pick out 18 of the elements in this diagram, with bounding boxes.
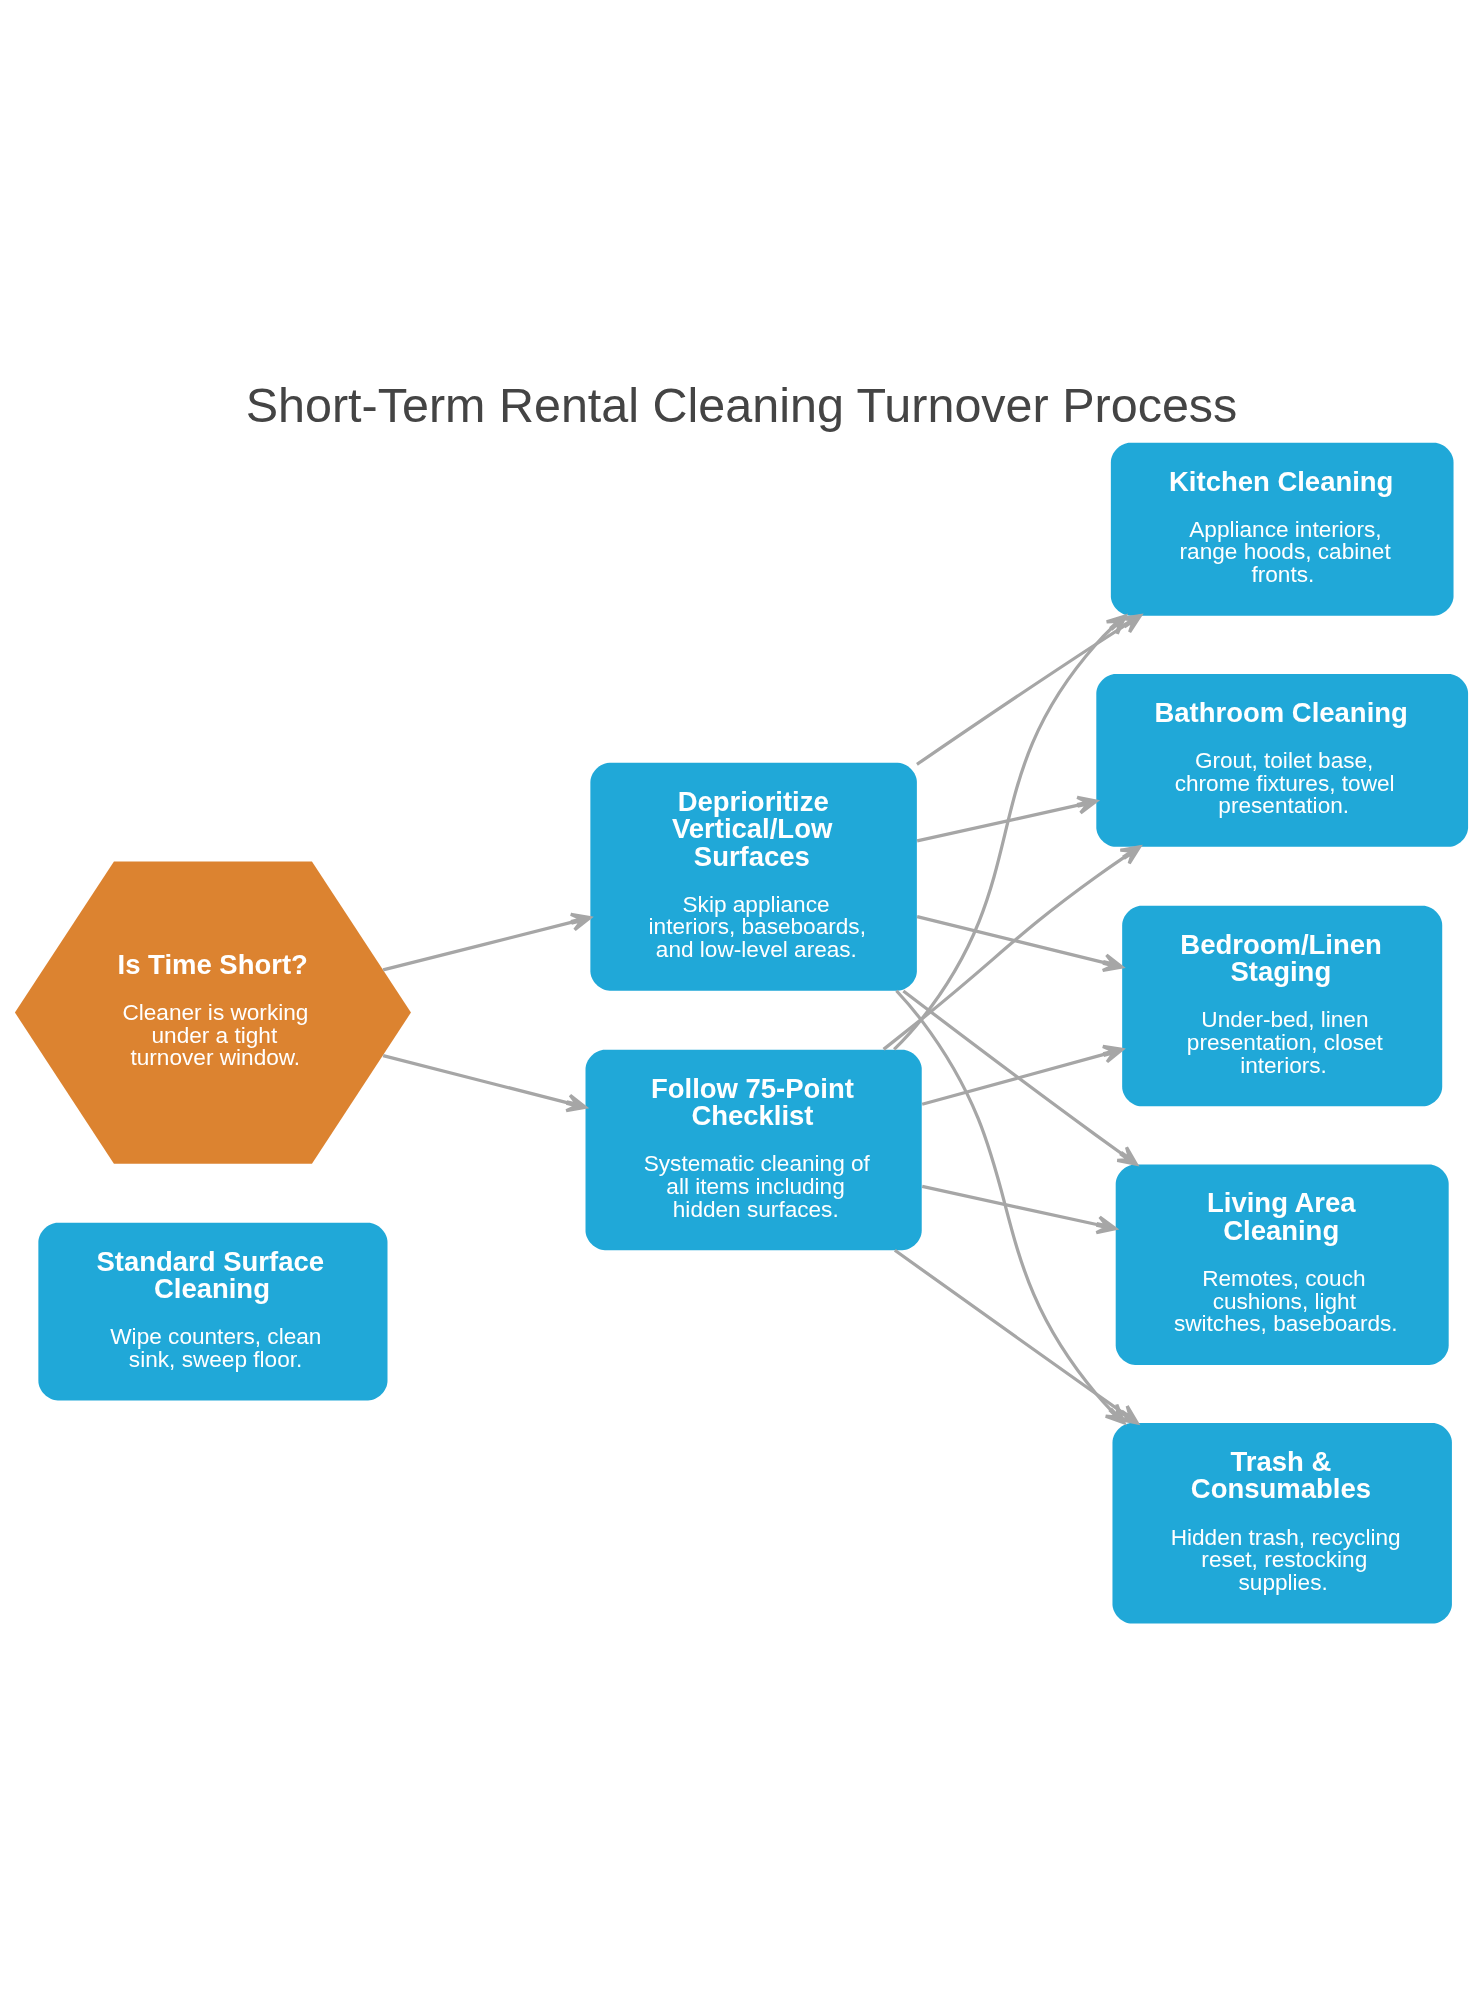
- arrow: [916, 795, 1098, 843]
- arrow: [882, 845, 1142, 1051]
- diagram-title: Short-Term Rental Cleaning Turnover Process: [245, 377, 1238, 432]
- arrow: [382, 912, 592, 972]
- node-box: Kitchen Cleaning Appliance interiors, range hoods, cabinet fronts.: [1110, 442, 1454, 616]
- arrow: [921, 1184, 1118, 1235]
- node-box: Bedroom/Linen Staging Under-bed, linen presentation, closet interiors.: [1122, 905, 1443, 1107]
- node-box: Living Area Cleaning Remotes, couch cushions, light switches, baseboards.: [1115, 1164, 1449, 1365]
- arrow: [902, 989, 1138, 1166]
- node-box: Follow 75-Point Checklist Systematic cleaning of all items including hidden surfaces.: [585, 1049, 922, 1251]
- arrow: [921, 1044, 1124, 1106]
- node-box: Standard Surface Cleaning Wipe counters, clean sink, sweep floor.: [38, 1222, 388, 1401]
- arrow: [893, 614, 1127, 1051]
- node-box: Deprioritize Vertical/Low Surfaces Skip appliance interiors, baseboards, and low-level areas.: [590, 762, 917, 991]
- node-box: Bathroom Cleaning Grout, toilet base, chrome fixtures, towel presentation.: [1096, 673, 1469, 847]
- arrow: [382, 1054, 587, 1113]
- node-box: Trash & Consumables Hidden trash, recycling reset, restocking supplies.: [1112, 1423, 1452, 1624]
- arrow: [916, 915, 1124, 973]
